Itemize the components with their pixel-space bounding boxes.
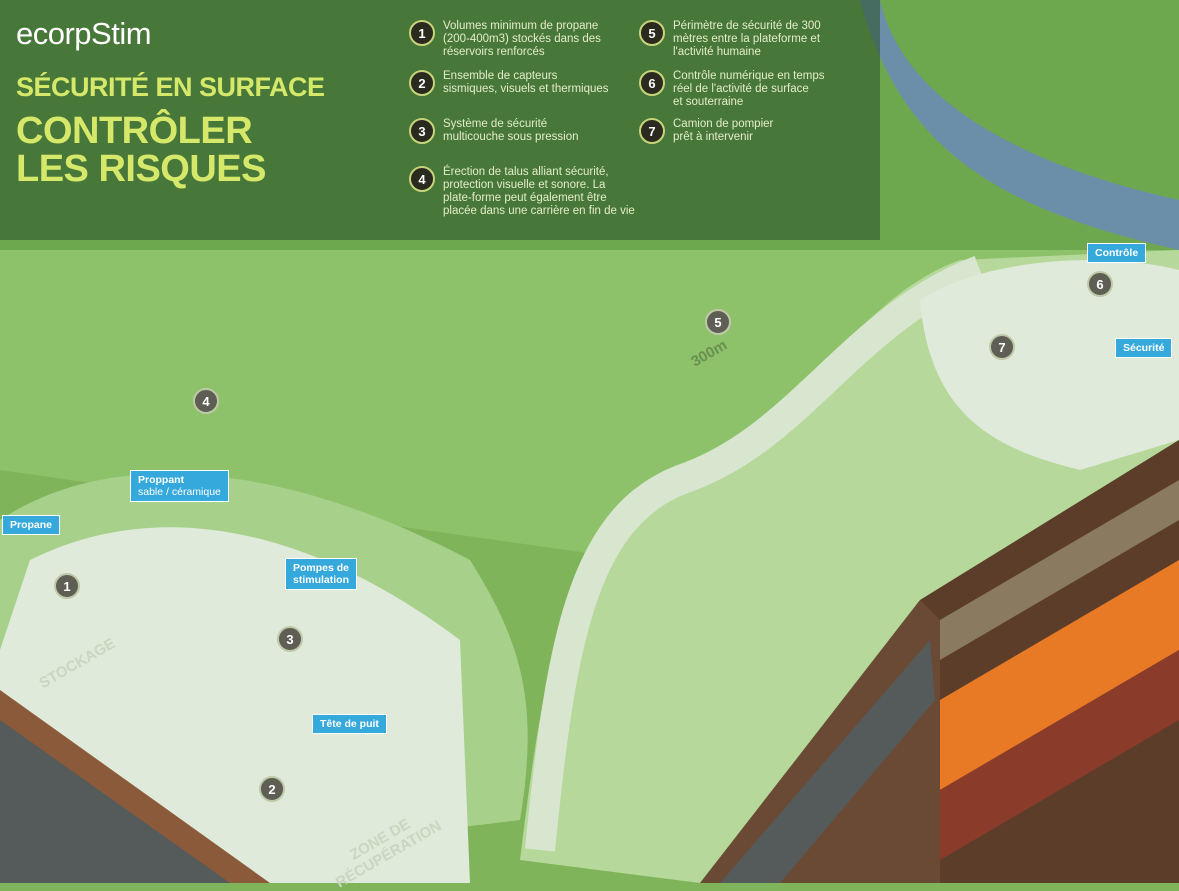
brand-logo: ecorpStim bbox=[16, 16, 152, 51]
map-marker: 5 bbox=[705, 309, 731, 335]
map-marker: 1 bbox=[54, 573, 80, 599]
page-title: CONTRÔLER LES RISQUES bbox=[16, 110, 267, 190]
label-controle: Contrôle bbox=[1087, 243, 1147, 263]
section-subtitle: SÉCURITÉ EN SURFACE bbox=[16, 72, 325, 102]
river bbox=[860, 0, 1179, 250]
control-zone bbox=[920, 260, 1179, 470]
label-tete-de-puit: Tête de puit bbox=[312, 714, 387, 734]
label-propane: Propane bbox=[2, 515, 61, 535]
label-pompes: Pompes de stimulation bbox=[285, 558, 358, 590]
map-marker: 7 bbox=[989, 334, 1015, 360]
map-marker: 2 bbox=[259, 776, 285, 802]
access-road bbox=[525, 256, 986, 852]
label-securite: Sécurité bbox=[1115, 338, 1173, 358]
header-panel bbox=[0, 0, 880, 240]
map-marker: 4 bbox=[193, 388, 219, 414]
map-marker: 3 bbox=[277, 626, 303, 652]
map-marker: 6 bbox=[1087, 271, 1113, 297]
